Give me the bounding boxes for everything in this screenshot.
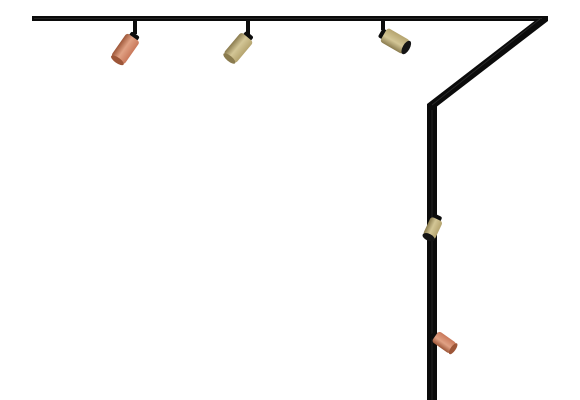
spotlight-stem (246, 20, 250, 34)
spotlight-lens (223, 53, 236, 64)
track-rail (32, 16, 548, 400)
spotlight-stem (381, 20, 385, 30)
spotlight-stem (133, 20, 137, 34)
spotlight-body (112, 33, 139, 64)
spotlight-body (380, 28, 410, 54)
spotlight-body (224, 33, 253, 63)
spotlight-lens (448, 343, 458, 355)
spotlight-copper-5 (430, 331, 458, 355)
spotlight-brass-4 (422, 214, 442, 242)
spotlight-body (432, 331, 456, 353)
spotlight-lens (422, 233, 435, 242)
spotlight-brass-2 (223, 20, 253, 64)
diagonal-rail-channel (431, 18, 541, 106)
spotlight-lens (111, 55, 124, 66)
spotlight-lens (401, 40, 412, 55)
spotlight-copper-1 (111, 20, 140, 66)
spotlight-brass-3 (378, 20, 412, 55)
